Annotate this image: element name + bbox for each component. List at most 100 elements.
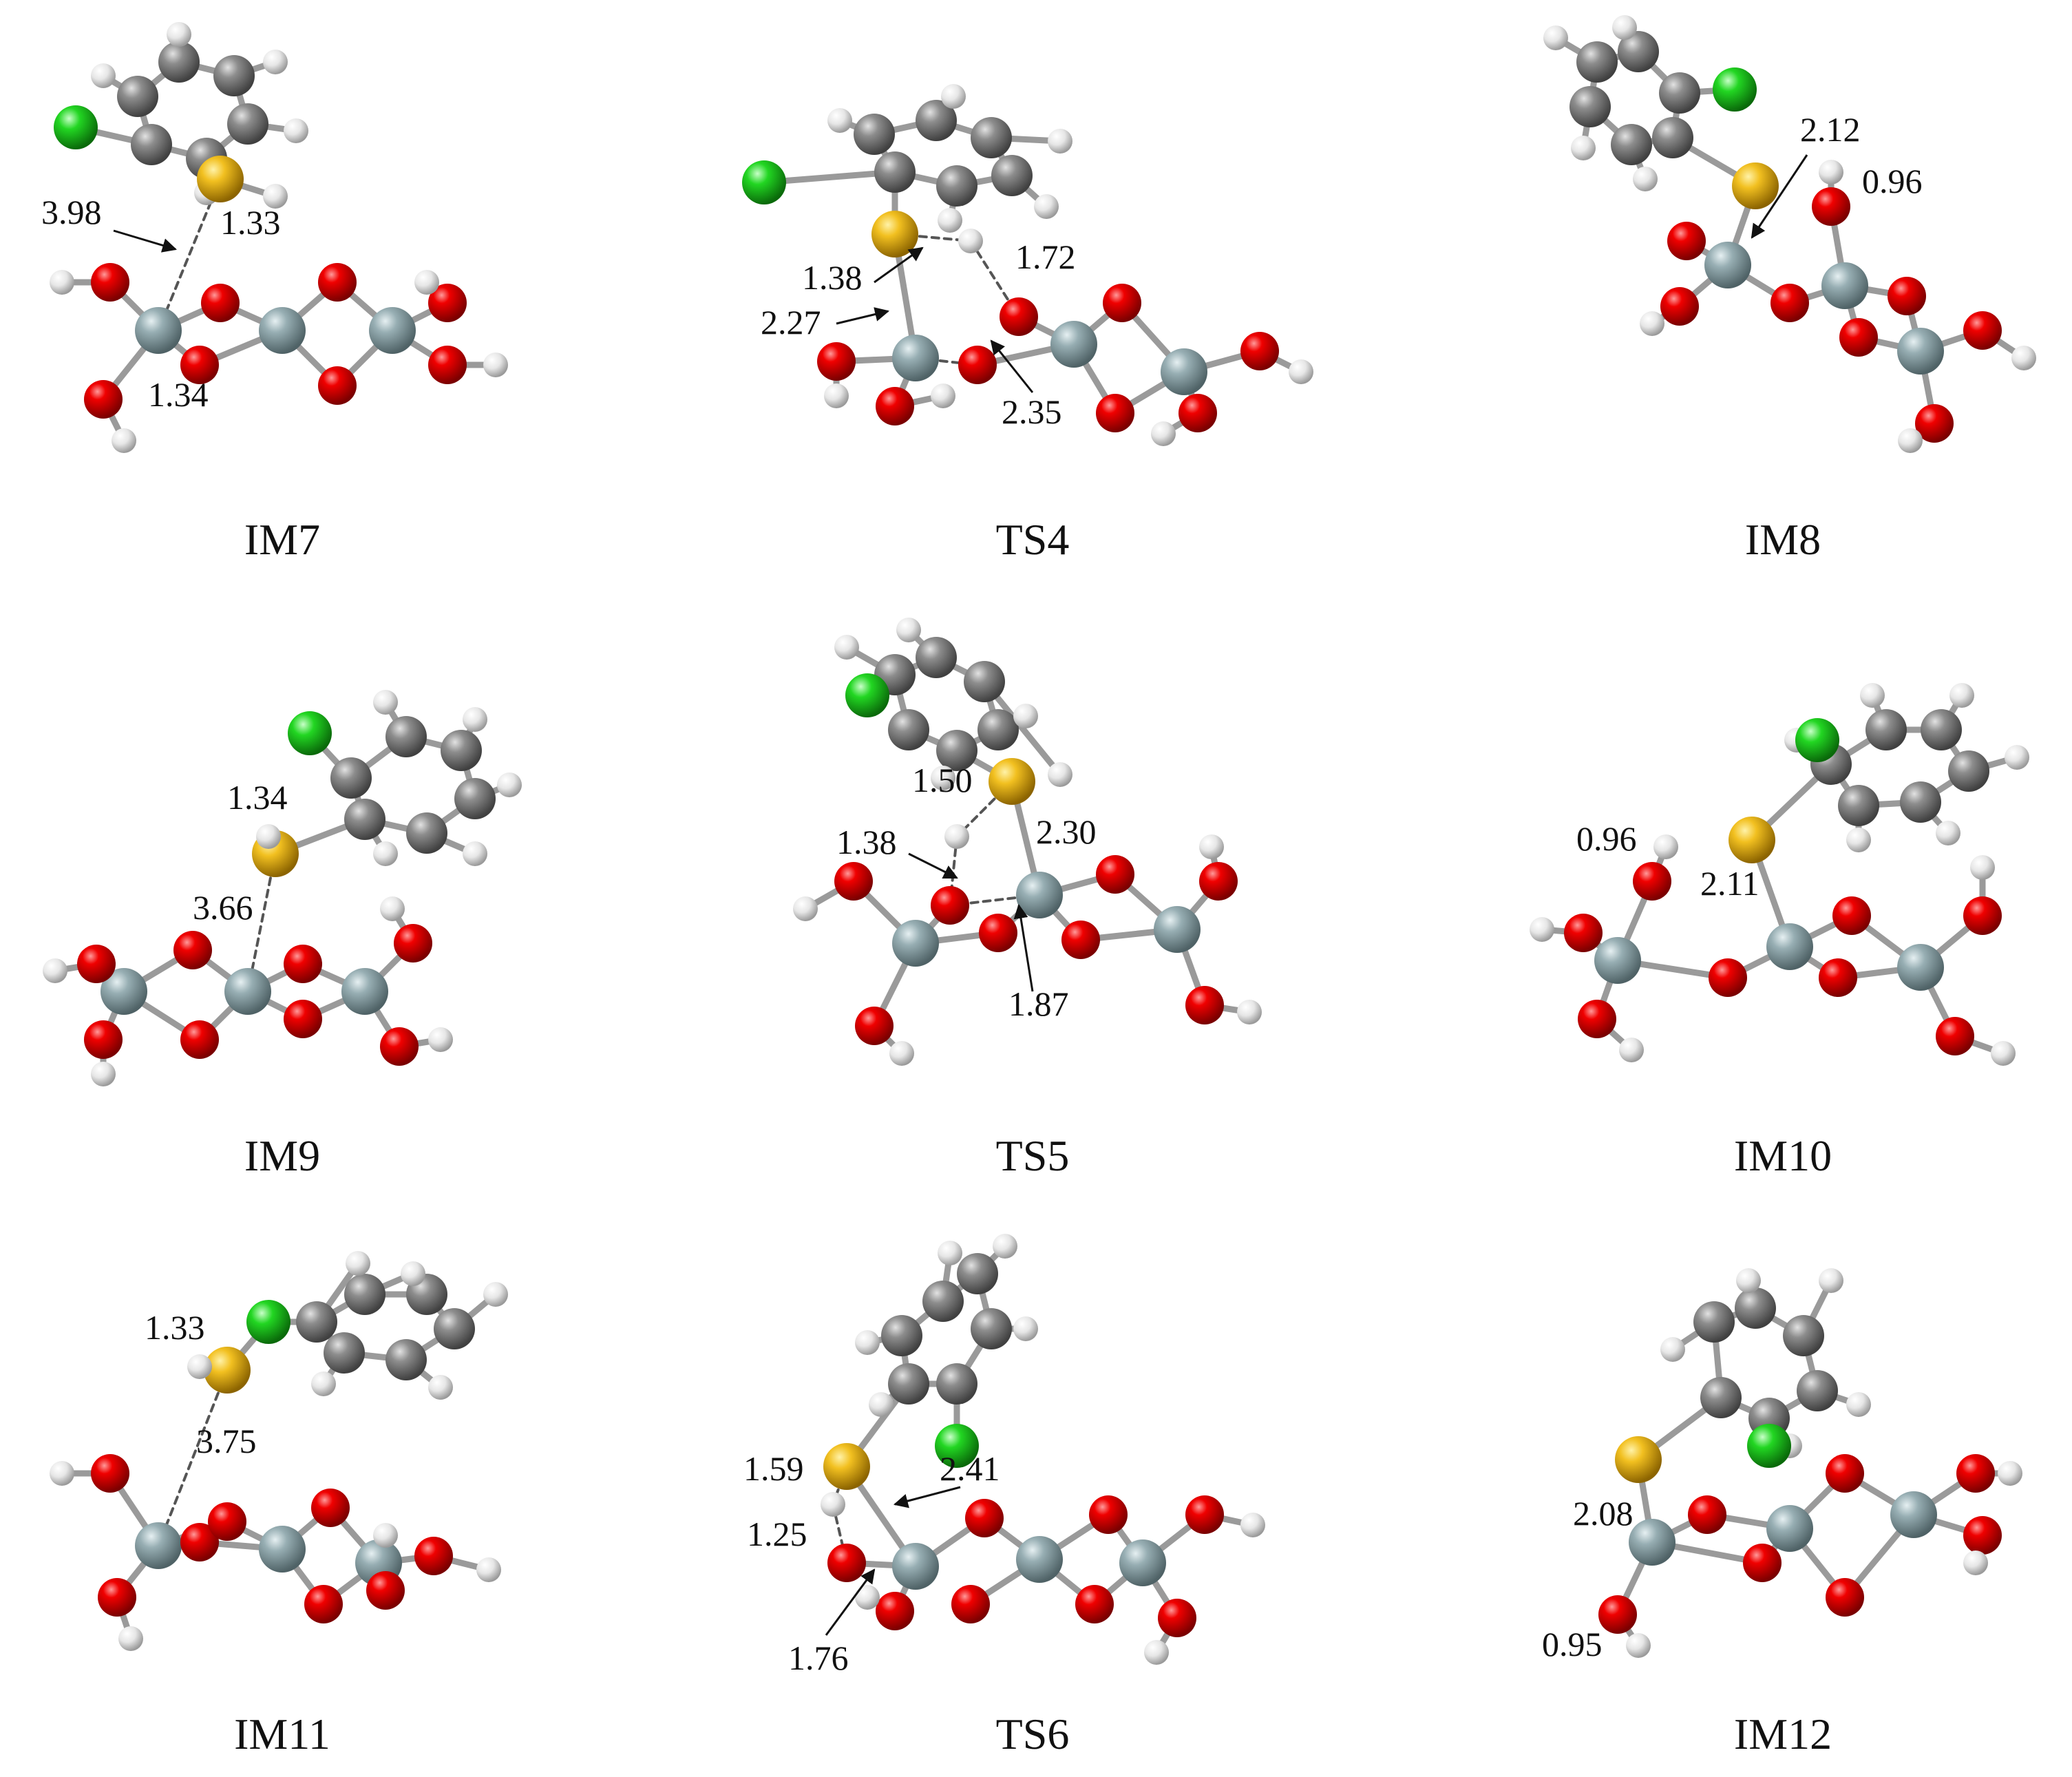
bond-distance-label: 0.96 [1576, 819, 1637, 858]
distance-pointer-arrow [825, 1568, 876, 1636]
structure-label: IM12 [1734, 1710, 1832, 1758]
carbon-atom [971, 117, 1012, 158]
silicon-atom [1594, 937, 1641, 984]
hydrogen-atom [1736, 1268, 1761, 1293]
oxygen-atom [304, 1585, 343, 1623]
oxygen-atom [173, 931, 212, 969]
silicon-atom [1766, 1505, 1813, 1552]
oxygen-atom [1936, 1017, 1974, 1055]
silicon-atom [259, 307, 306, 354]
carbon-atom [454, 778, 496, 819]
hydrogen-atom [463, 841, 487, 866]
hydrogen-atom [476, 1557, 501, 1582]
carbon-atom [1900, 781, 1941, 823]
oxygen-atom [1709, 958, 1747, 997]
bond-group [1552, 24, 2027, 444]
silicon-atom [1890, 1491, 1937, 1538]
silicon-atom [1821, 262, 1868, 309]
oxygen-atom [366, 1571, 405, 1610]
oxygen-atom [1826, 1578, 1864, 1617]
bond-distance-label: 2.35 [1002, 392, 1062, 431]
hydrogen-atom [373, 690, 398, 715]
carbon-atom [991, 155, 1033, 196]
distance-pointer-arrow [113, 229, 178, 253]
oxygen-atom [1956, 1454, 1995, 1493]
bond-distance-label: 2.30 [1036, 812, 1097, 851]
hydrogen-atom [256, 824, 281, 849]
bond-distance-label: 0.96 [1862, 162, 1923, 200]
carbon-atom [916, 100, 957, 141]
carbon-atom [158, 41, 200, 83]
carbon-atom [874, 151, 916, 193]
chlorine-atom [288, 711, 332, 755]
hydrogen-atom [380, 896, 405, 921]
oxygen-atom [1963, 311, 2002, 350]
oxygen-atom [77, 945, 116, 983]
oxygen-atom [180, 346, 219, 384]
hydrogen-atom [1633, 167, 1658, 191]
hydrogen-atom [1963, 1550, 1988, 1575]
oxygen-atom [1826, 1454, 1864, 1493]
hydrogen-atom [855, 1585, 880, 1610]
hydrogen-atom [118, 1626, 143, 1651]
atom-group [1543, 15, 2036, 453]
hydrogen-atom [50, 270, 74, 295]
carbon-atom [117, 76, 158, 117]
oxygen-atom [91, 263, 129, 302]
oxygen-atom [931, 886, 969, 925]
hydrogen-atom [1653, 834, 1678, 859]
silicon-atom [892, 1543, 939, 1590]
carbon-atom [406, 812, 447, 854]
atom-group [793, 618, 1262, 1066]
structure-label: TS5 [996, 1131, 1070, 1180]
distance-pointer-arrow [1751, 154, 1808, 239]
oxygen-atom [98, 1578, 136, 1617]
chlorine-atom [246, 1300, 290, 1344]
oxygen-atom [1089, 1495, 1128, 1534]
atom-group [43, 690, 522, 1086]
hydrogen-atom [311, 1371, 336, 1396]
distance-pointer-arrow [908, 852, 958, 879]
carbon-atom [1652, 117, 1693, 158]
silicon-atom [1704, 242, 1751, 288]
silicon-atom [1016, 1536, 1063, 1583]
silicon-atom [135, 1522, 182, 1569]
structure-label: IM7 [244, 515, 320, 564]
oxygen-atom [1660, 287, 1699, 326]
carbon-atom [1865, 709, 1907, 750]
oxygen-atom [428, 346, 467, 384]
hydrogen-atom [931, 766, 955, 790]
hydrogen-atom [373, 841, 398, 866]
hydrogen-atom [346, 1251, 370, 1276]
oxygen-atom [817, 342, 856, 381]
oxygen-atom [1185, 1495, 1224, 1534]
hydrogen-atom [827, 108, 852, 133]
chlorine-atom [54, 105, 98, 149]
hydrogen-atom [993, 1234, 1017, 1259]
silicon-atom [259, 1526, 306, 1573]
oxygen-atom [180, 1020, 219, 1059]
hydrogen-atom [263, 50, 288, 74]
sulfur-atom [204, 1347, 251, 1394]
hydrogen-atom [1998, 1461, 2022, 1486]
carbon-atom [1611, 124, 1652, 165]
bond-distance-label: 3.66 [193, 888, 253, 927]
bond-distance-label: 0.95 [1542, 1625, 1603, 1663]
structure-label: IM9 [244, 1131, 320, 1180]
silicon-atom [341, 968, 388, 1015]
oxygen-atom [1770, 284, 1809, 322]
oxygen-atom [1633, 862, 1671, 901]
silicon-atom [1897, 328, 1944, 375]
carbon-atom [1797, 1370, 1838, 1411]
hydrogen-atom [1819, 160, 1843, 185]
chlorine-atom [1795, 718, 1839, 762]
sulfur-atom [1732, 162, 1779, 209]
hydrogen-atom [1048, 762, 1072, 787]
oxygen-atom [1564, 914, 1603, 952]
carbon-atom [1618, 31, 1659, 72]
hydrogen-atom [1048, 129, 1072, 154]
oxygen-atom [201, 284, 240, 322]
carbon-atom [344, 1274, 385, 1315]
